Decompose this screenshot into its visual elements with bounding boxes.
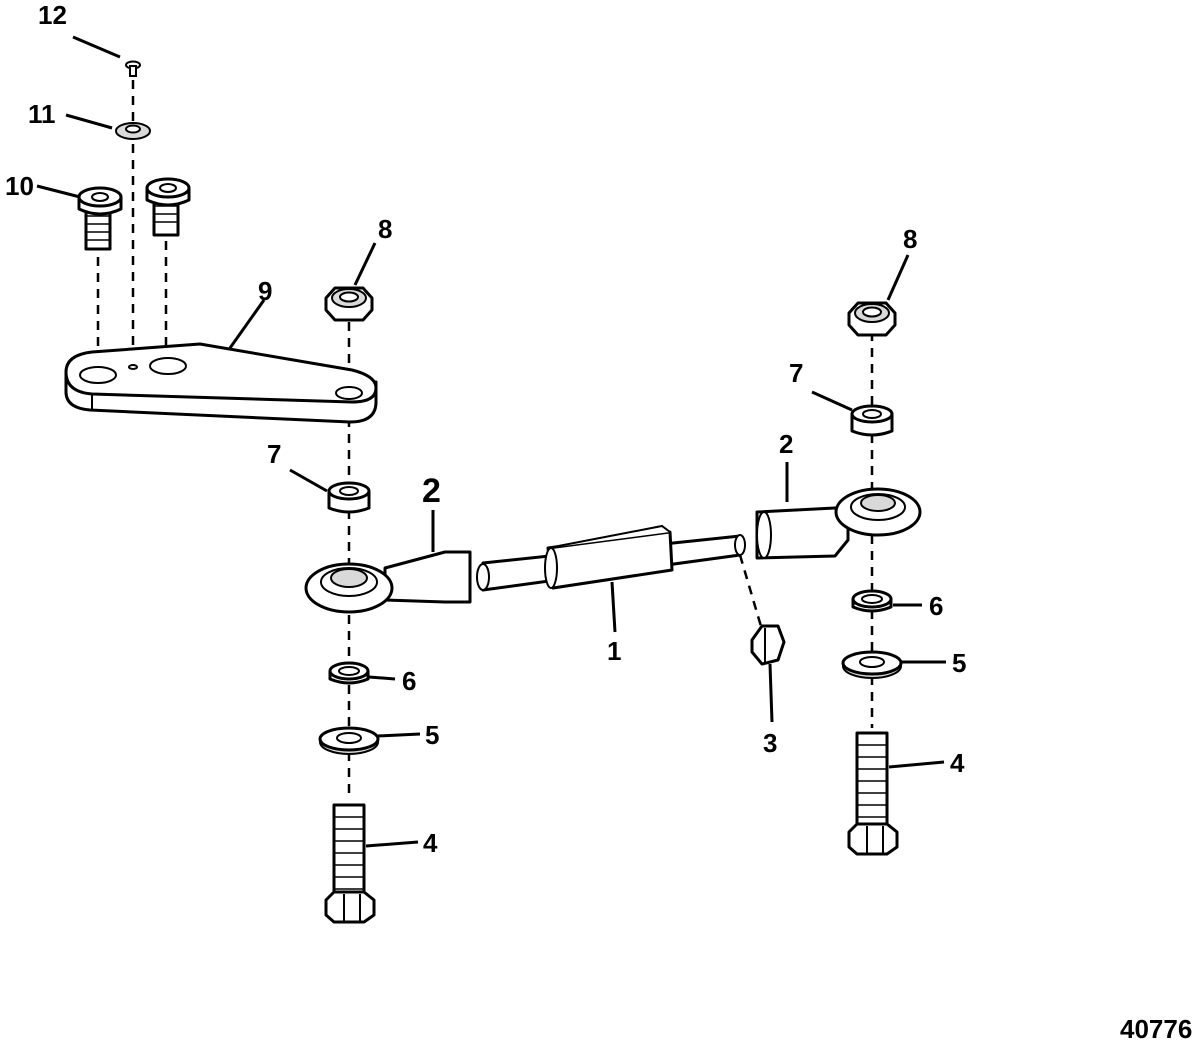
callout-5-right: 5: [952, 648, 966, 678]
bushing-part-7-right: [850, 404, 894, 437]
callout-labels: 12 11 10 9 8 8 7 7 2 2 1 3 6 6 5 5 4 4: [5, 0, 966, 858]
callout-1: 1: [607, 636, 621, 666]
callout-8-left: 8: [378, 214, 392, 244]
callout-11: 11: [28, 99, 56, 129]
callout-7-right: 7: [789, 358, 803, 388]
callout-7-left: 7: [267, 439, 281, 469]
callout-6-right: 6: [929, 591, 943, 621]
jam-nut-part-3: [750, 624, 786, 666]
callout-10: 10: [5, 171, 34, 201]
washer-part-6-left: [328, 661, 370, 685]
callout-8-right: 8: [903, 224, 917, 254]
callout-2-left: 2: [422, 472, 441, 510]
nut-part-8-right: [847, 301, 897, 337]
bracket-plate-part-9: [64, 342, 378, 424]
assembly-axis-lines: [96, 80, 874, 800]
bushing-part-7-left: [327, 481, 371, 514]
washer-part-5-left: [318, 726, 380, 755]
screw-part-10-left: [77, 186, 123, 251]
nut-part-8-left: [324, 286, 374, 322]
callout-6-left: 6: [402, 666, 416, 696]
callout-9: 9: [258, 276, 272, 306]
leader-lines: [36, 35, 946, 848]
figure-number: 40776: [1120, 1014, 1192, 1044]
callout-2-right: 2: [779, 429, 793, 459]
callout-5-left: 5: [425, 720, 439, 750]
washer-part-6-right: [851, 589, 893, 613]
bolt-part-4-right: [847, 731, 899, 856]
bolt-part-4-left: [324, 803, 376, 924]
rod-end-part-2-right: [755, 487, 922, 560]
rod-end-part-2-left: [304, 550, 472, 614]
callout-4-left: 4: [423, 828, 438, 858]
callout-12: 12: [38, 0, 67, 30]
washer-part-5-right: [841, 650, 903, 679]
adjusting-rod-part-1: [476, 524, 746, 592]
screw-part-10-right: [145, 177, 191, 237]
callout-4-right: 4: [950, 748, 965, 778]
screw-part-12: [125, 60, 141, 77]
washer-part-11: [115, 122, 151, 140]
callout-3: 3: [763, 728, 777, 758]
